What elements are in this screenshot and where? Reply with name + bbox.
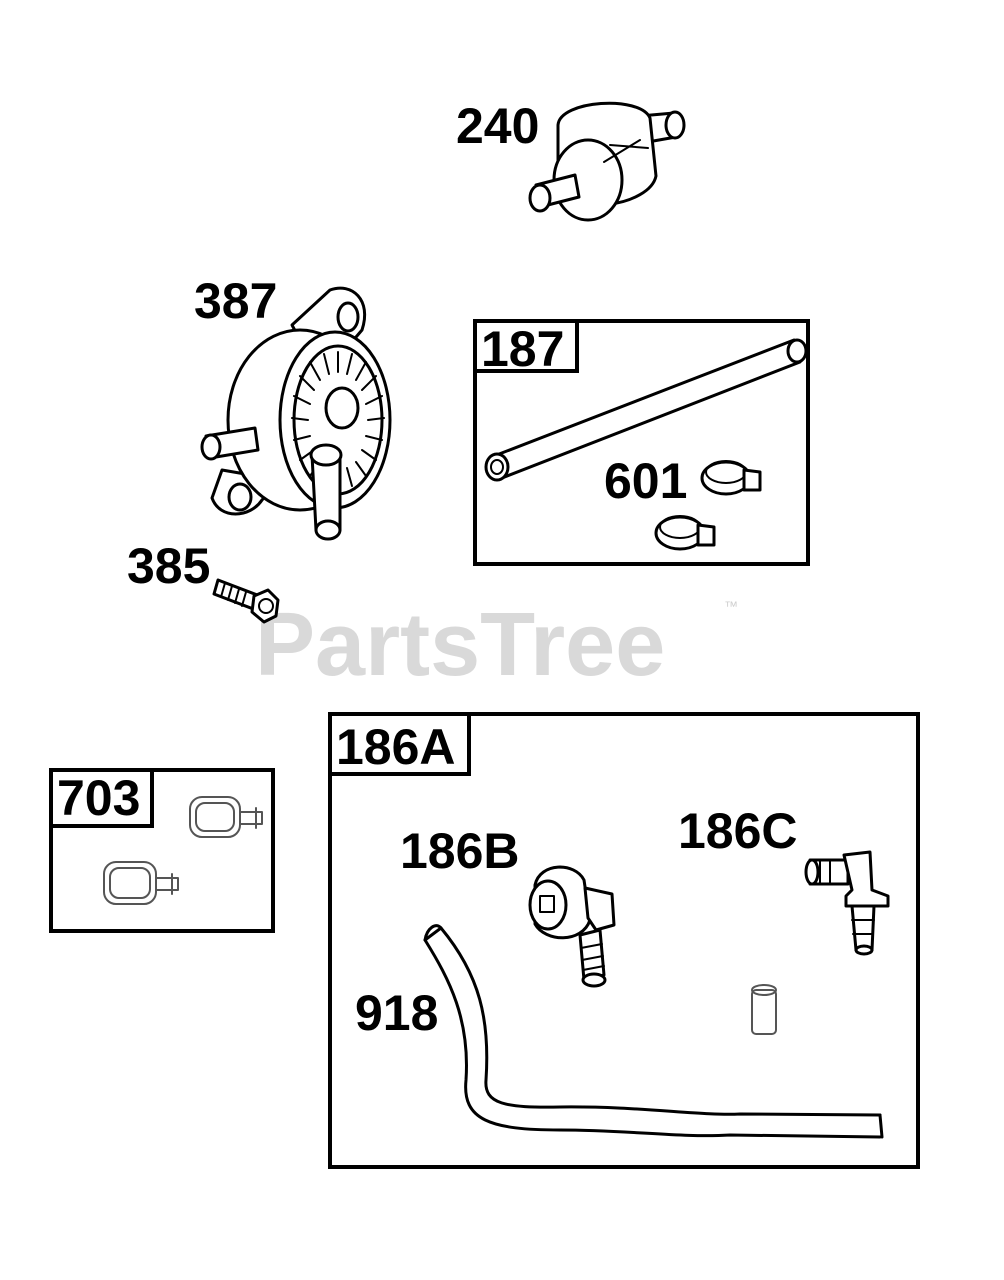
part-label-186B[interactable]: 186B [400,823,520,879]
fuel-valve-186B-illustration[interactable] [528,865,616,988]
part-box-703-tab [49,768,154,828]
part-label-918[interactable]: 918 [355,985,438,1041]
part-label-186C[interactable]: 186C [678,803,798,859]
part-label-240[interactable]: 240 [456,98,539,154]
clamp-703-illustration[interactable] [103,796,263,905]
part-box-187 [473,319,810,566]
part-label-187[interactable]: 187 [481,321,564,377]
screw-385-illustration[interactable] [212,578,280,624]
fuel-line-187-illustration[interactable] [484,338,808,482]
fuel-filter-240-illustration[interactable] [528,101,686,222]
watermark-text: PartsTree [255,595,665,695]
part-box-187-tab [473,319,579,373]
hose-clamp-601-illustration[interactable] [654,460,762,551]
part-label-385[interactable]: 385 [127,538,210,594]
part-box-703 [49,768,275,933]
filter-insert-illustration[interactable] [751,984,777,1035]
part-label-703[interactable]: 703 [57,770,140,826]
fuel-pump-387-illustration[interactable] [200,286,392,541]
part-label-186A[interactable]: 186A [336,719,456,775]
part-label-601[interactable]: 601 [604,453,687,509]
watermark-trademark: ™ [724,598,738,614]
part-box-186A-tab [328,712,471,776]
part-box-186A [328,712,920,1169]
elbow-fitting-186C-illustration[interactable] [804,850,890,956]
fuel-hose-918-illustration[interactable] [423,924,884,1139]
part-label-387[interactable]: 387 [194,273,277,329]
